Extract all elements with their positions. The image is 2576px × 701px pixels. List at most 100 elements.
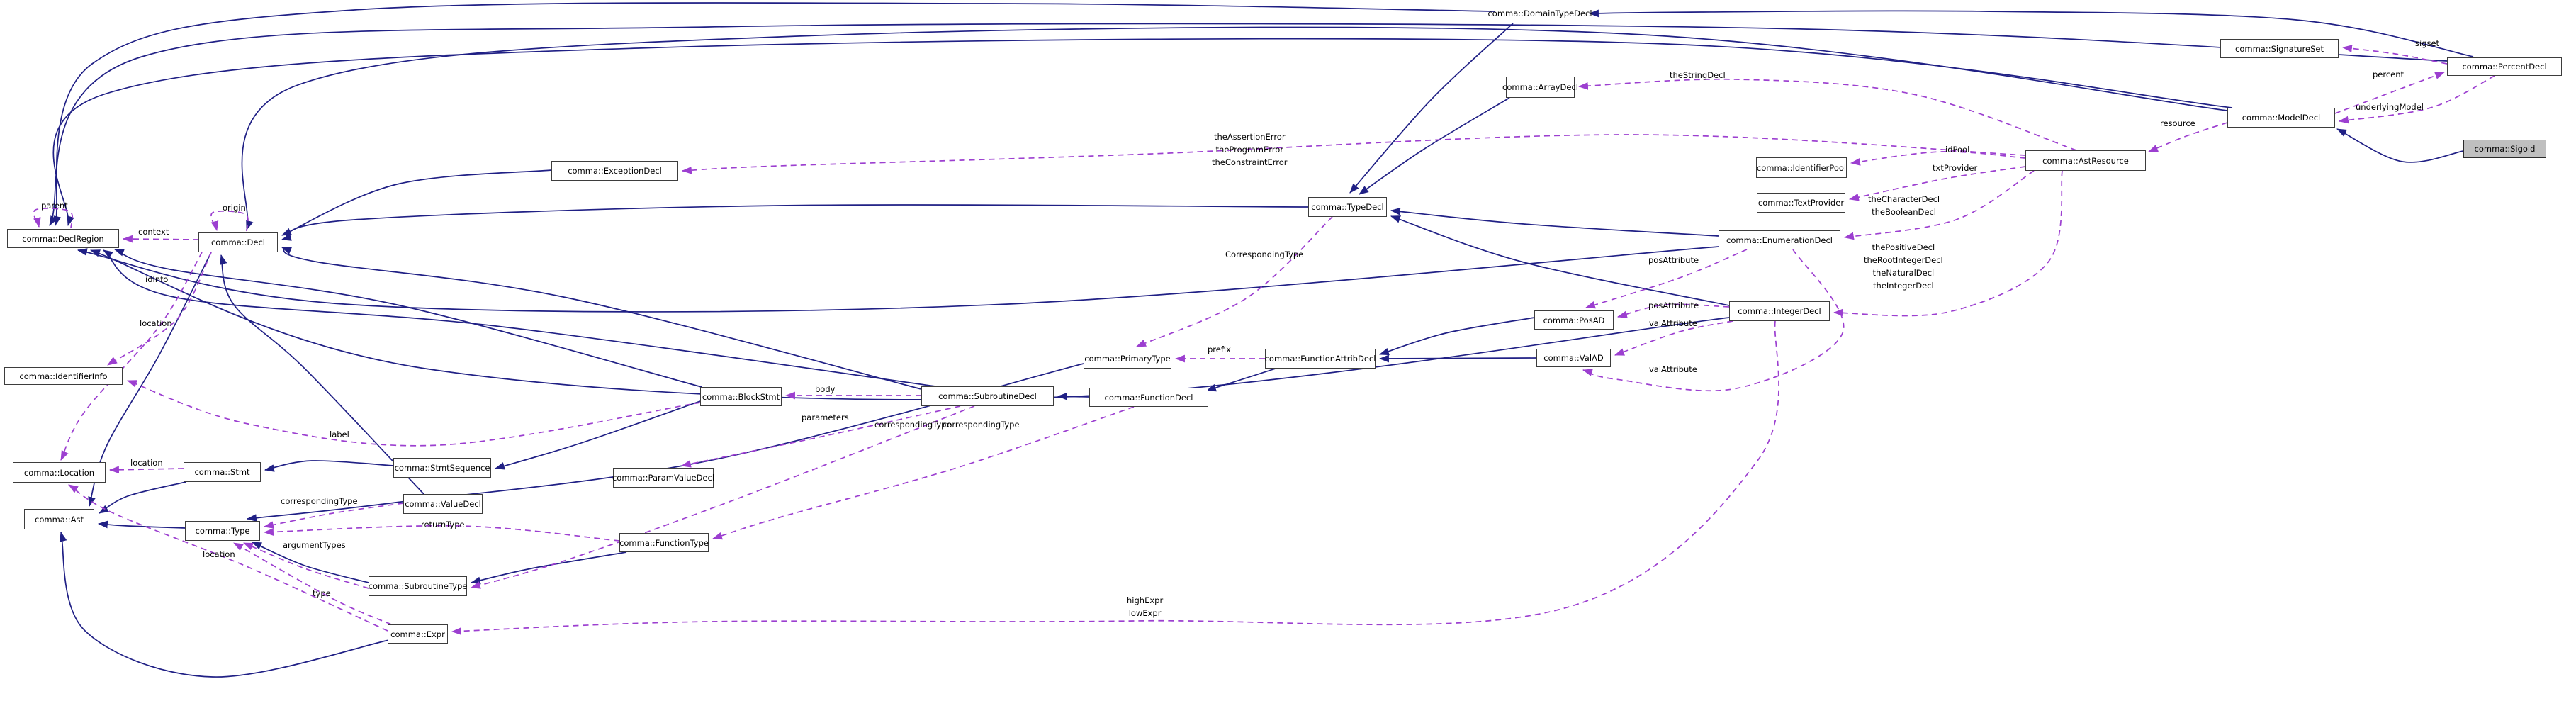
edge-label: parent — [41, 199, 68, 212]
class-node-location[interactable]: comma::Location — [13, 462, 106, 483]
edge-label: idInfo — [145, 273, 168, 286]
class-node-blockstmt[interactable]: comma::BlockStmt — [700, 387, 782, 406]
edge-label: correspondingType — [281, 495, 358, 507]
edge-decl-to-identifierinfo — [107, 252, 212, 366]
class-node-functiondecl[interactable]: comma::FunctionDecl — [1089, 388, 1208, 407]
edge-label: origin — [223, 201, 246, 214]
edge-valuedecl-to-decl — [219, 254, 424, 495]
edge-label-line: prefix — [1208, 344, 1231, 354]
edge-label-line: correspondingType — [943, 420, 1020, 430]
class-node-percentdecl[interactable]: comma::PercentDecl — [2447, 57, 2562, 76]
class-node-stmtsequence[interactable]: comma::StmtSequence — [393, 458, 491, 478]
edge-label-line: txtProvider — [1933, 163, 1978, 173]
edge-subroutinetype-to-type — [252, 542, 369, 583]
edge-label-line: idInfo — [145, 274, 169, 284]
edge-label: txtProvider — [1933, 162, 1977, 174]
class-node-enumerationdecl[interactable]: comma::EnumerationDecl — [1719, 230, 1840, 249]
class-node-identifierpool[interactable]: comma::IdentifierPool — [1756, 157, 1847, 178]
class-node-typedecl[interactable]: comma::TypeDecl — [1308, 197, 1387, 217]
edge-label: CorrespondingType — [1225, 248, 1303, 261]
edge-integerdecl-to-declregion — [89, 249, 1730, 400]
edge-label: parameters — [802, 411, 849, 424]
edge-blockstmt-to-identifierinfo — [126, 380, 701, 447]
edge-astresource-to-identifierpool — [1850, 151, 2026, 166]
edge-label: theStringDecl — [1670, 69, 1726, 82]
edge-label: location — [203, 548, 235, 561]
class-node-valuedecl[interactable]: comma::ValueDecl — [403, 494, 483, 514]
class-node-subroutinetype[interactable]: comma::SubroutineType — [369, 576, 467, 596]
edge-label-line: lowExpr — [1128, 608, 1162, 618]
class-node-stmt[interactable]: comma::Stmt — [184, 462, 261, 482]
edge-label-line: valAttribute — [1649, 364, 1697, 374]
class-node-functionattribdecl[interactable]: comma::FunctionAttribDecl — [1265, 349, 1376, 369]
class-node-sigoid: comma::Sigoid — [2463, 140, 2546, 158]
edge-label-line: context — [138, 227, 169, 237]
edge-functiontype-to-subroutinetype — [470, 551, 627, 585]
edge-modeldecl-to-percentdecl — [2334, 72, 2446, 114]
edge-label-line: theCharacterDecl — [1868, 194, 1940, 204]
edge-label-line: parent — [41, 201, 68, 211]
class-node-declregion[interactable]: comma::DeclRegion — [7, 229, 119, 248]
edge-valuedecl-to-type — [263, 503, 404, 529]
class-node-textprovider[interactable]: comma::TextProvider — [1757, 193, 1845, 213]
edge-subroutinedecl-to-subroutinetype — [470, 405, 975, 589]
class-node-valad[interactable]: comma::ValAD — [1536, 349, 1611, 367]
edge-subroutinedecl-to-paramvaluedecl — [680, 405, 961, 468]
edge-declregion-to-declregion — [33, 208, 74, 229]
class-node-ast[interactable]: comma::Ast — [24, 509, 94, 529]
edge-label-line: thePositiveDecl — [1872, 242, 1935, 252]
edge-label-line: idPool — [1945, 145, 1970, 155]
edge-label: body — [815, 383, 835, 396]
class-node-subroutinedecl[interactable]: comma::SubroutineDecl — [921, 386, 1054, 406]
edge-label: valAttribute — [1649, 317, 1697, 330]
edge-label: location — [130, 456, 163, 469]
edge-percentdecl-to-declregion — [49, 23, 2448, 226]
class-node-functiontype[interactable]: comma::FunctionType — [619, 533, 709, 552]
edge-label-line: returnType — [421, 520, 465, 529]
edge-typedecl-to-decl — [281, 204, 1309, 241]
edge-label-line: body — [815, 384, 836, 394]
edge-domaintypedecl-to-declregion — [53, 2, 1495, 227]
edge-arraydecl-to-typedecl — [1359, 97, 1510, 195]
edge-label-line: argumentTypes — [283, 540, 346, 550]
class-node-type[interactable]: comma::Type — [185, 521, 260, 541]
edge-label: valAttribute — [1649, 363, 1697, 376]
edge-enumerationdecl-to-typedecl — [1390, 207, 1719, 237]
edge-enumerationdecl-to-valad — [1582, 249, 1845, 392]
class-node-primarytype[interactable]: comma::PrimaryType — [1084, 349, 1171, 369]
edge-valad-to-functionattribdecl — [1378, 354, 1537, 363]
edge-percentdecl-to-signatureset — [2341, 45, 2448, 65]
edge-label-line: theConstraintError — [1212, 157, 1288, 167]
edge-label-line: theStringDecl — [1670, 70, 1726, 80]
class-node-astresource[interactable]: comma::AstResource — [2025, 150, 2146, 171]
class-node-decl[interactable]: comma::Decl — [198, 232, 278, 252]
edge-label-line: theRootIntegerDecl — [1864, 255, 1943, 265]
class-node-signatureset[interactable]: comma::SignatureSet — [2220, 39, 2339, 58]
edge-integerdecl-to-valad — [1614, 320, 1733, 356]
edge-functiondecl-to-functiontype — [712, 406, 1135, 540]
class-node-integerdecl[interactable]: comma::IntegerDecl — [1729, 301, 1830, 321]
edge-stmtsequence-to-stmt — [264, 460, 394, 472]
edge-label-line: CorrespondingType — [1225, 249, 1304, 259]
edge-blockstmt-to-stmtsequence — [494, 400, 701, 470]
edge-label: percent — [2373, 68, 2404, 81]
class-node-arraydecl[interactable]: comma::ArrayDecl — [1502, 77, 1578, 98]
edge-decl-to-decl — [210, 210, 249, 232]
edge-label-line: location — [203, 549, 235, 559]
edge-label-line: theIntegerDecl — [1873, 281, 1934, 291]
edge-modeldecl-to-declregion — [52, 38, 2233, 227]
edge-label-line: underlyingModel — [2356, 102, 2424, 112]
class-node-expr[interactable]: comma::Expr — [388, 624, 448, 644]
edge-enumerationdecl-to-posad — [1585, 249, 1748, 309]
class-node-identifierinfo[interactable]: comma::IdentifierInfo — [4, 367, 123, 385]
edge-sigoid-to-modeldecl — [2336, 128, 2464, 163]
class-node-posad[interactable]: comma::PosAD — [1534, 310, 1614, 330]
class-node-exceptiondecl[interactable]: comma::ExceptionDecl — [551, 161, 678, 181]
class-node-domaintypedecl[interactable]: comma::DomainTypeDecl — [1487, 4, 1592, 23]
class-node-paramvaluedecl[interactable]: comma::ParamValueDecl — [612, 468, 714, 488]
edge-label-line: type — [313, 588, 331, 598]
class-node-modeldecl[interactable]: comma::ModelDecl — [2227, 108, 2335, 128]
edge-label-line: theBooleanDecl — [1872, 207, 1936, 217]
